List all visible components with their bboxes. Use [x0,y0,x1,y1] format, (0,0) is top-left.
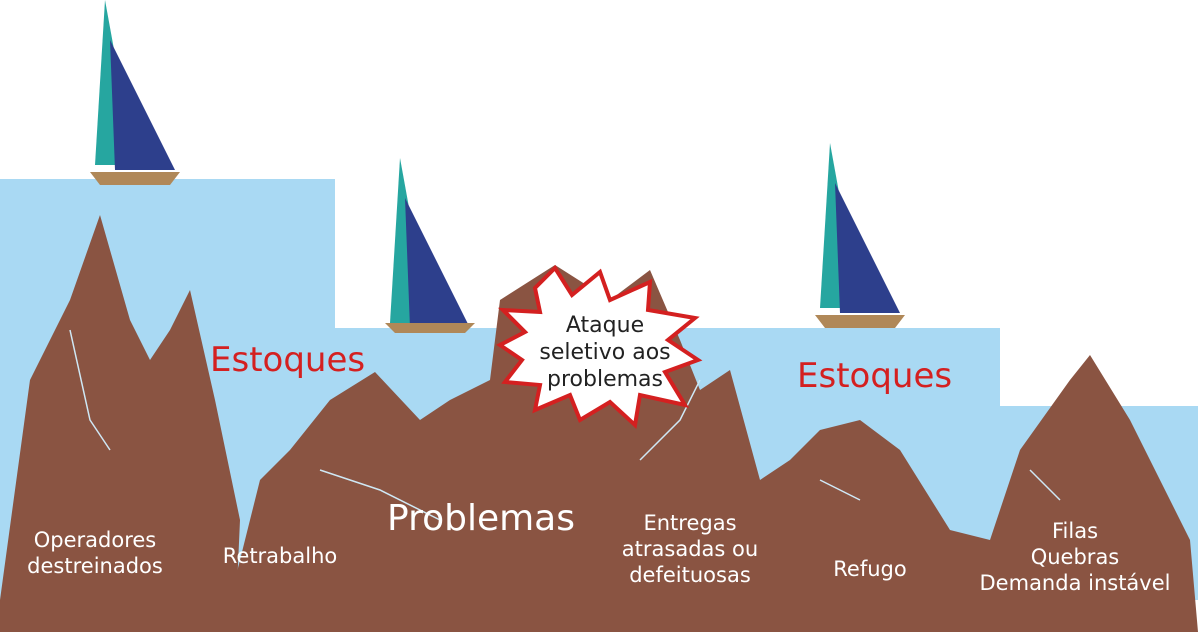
rock-label-retrabalho: Retrabalho [222,544,338,568]
inventory-label-right: Estoques [797,356,953,396]
sailboat-icon [815,143,905,328]
rocks [0,215,1198,632]
attack-label: Ataque seletivo aos problemas [539,313,671,392]
rock-operadores [0,215,240,632]
rock-retrabalho [230,265,1198,632]
sailboat-icon [385,158,475,333]
sailboats [90,0,905,333]
sailboat-icon [90,0,180,185]
inventory-label-left: Estoques [210,340,366,380]
rock-cracks [69,329,1061,521]
rock-label-filas: Filas Quebras Demanda instável [979,519,1171,595]
rock-label-entregas: Entregas atrasadas ou defeituosas [621,511,759,587]
problems-label: Problemas [387,498,575,539]
attack-burst [496,264,703,429]
rock-label-refugo: Refugo [833,557,907,581]
rock-label-operadores: Operadores destreinados [27,528,163,578]
